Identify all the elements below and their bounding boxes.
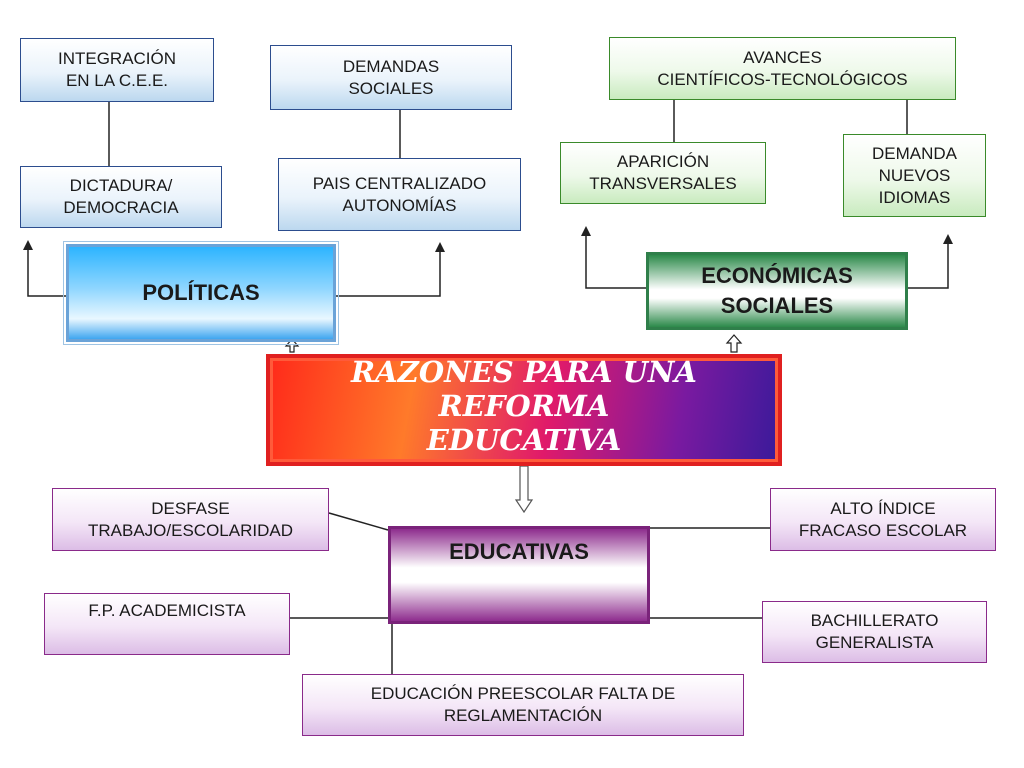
educativas-item-fp: F.P. ACADEMICISTA: [44, 593, 290, 655]
center-title: RAZONES PARA UNA REFORMA EDUCATIVA: [351, 355, 697, 457]
educativas-item-bachillerato: BACHILLERATO GENERALISTA: [762, 601, 987, 663]
politicas-item-integracion: INTEGRACIÓN EN LA C.E.E.: [20, 38, 214, 102]
educativas-item-fracaso: ALTO ÍNDICE FRACASO ESCOLAR: [770, 488, 996, 551]
economicas-item-demanda-idiomas: DEMANDA NUEVOS IDIOMAS: [843, 134, 986, 217]
educativas-item-preescolar: EDUCACIÓN PREESCOLAR FALTA DE REGLAMENTA…: [302, 674, 744, 736]
center-node: RAZONES PARA UNA REFORMA EDUCATIVA: [266, 354, 782, 466]
politicas-item-pais-centralizado: PAIS CENTRALIZADO AUTONOMÍAS: [278, 158, 521, 231]
educativas-node: EDUCATIVAS: [388, 526, 650, 624]
economicas-node: ECONÓMICAS SOCIALES: [646, 252, 908, 330]
economicas-item-aparicion: APARICIÓN TRANSVERSALES: [560, 142, 766, 204]
politicas-node: POLÍTICAS: [63, 241, 339, 345]
economicas-item-avances: AVANCES CIENTÍFICOS-TECNOLÓGICOS: [609, 37, 956, 100]
politicas-item-dictadura: DICTADURA/ DEMOCRACIA: [20, 166, 222, 228]
politicas-item-demandas-sociales: DEMANDAS SOCIALES: [270, 45, 512, 110]
educativas-item-desfase: DESFASE TRABAJO/ESCOLARIDAD: [52, 488, 329, 551]
